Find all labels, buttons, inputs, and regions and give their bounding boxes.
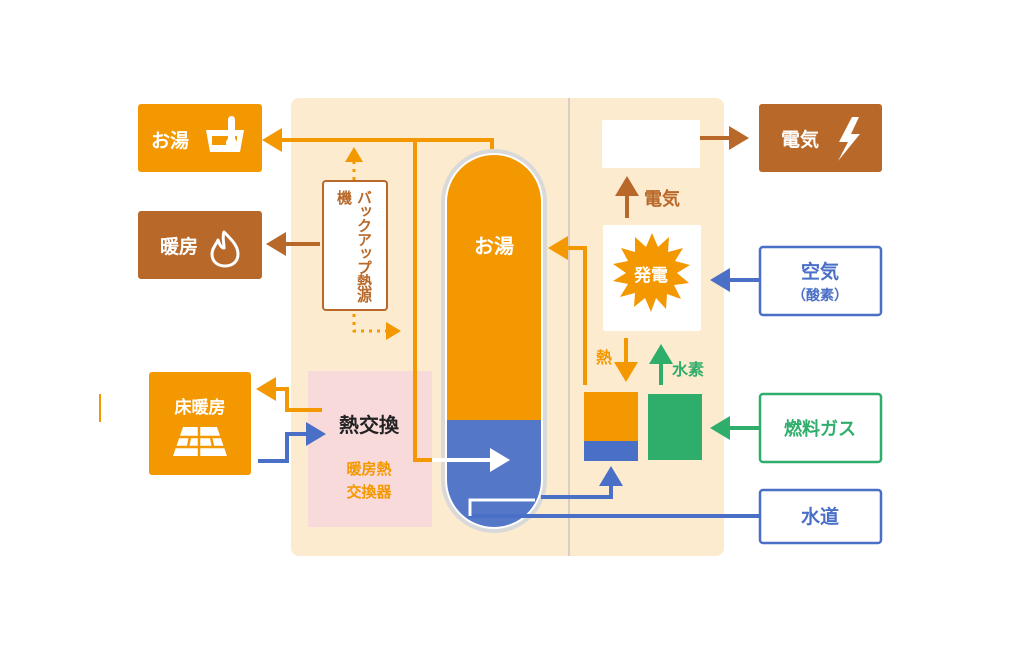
heat-exchange-label: 熱交換 (339, 413, 400, 437)
oxygen-label: （酸素） (792, 287, 848, 304)
hot-water-output-box: お湯 (138, 104, 262, 172)
backup-dotted-right (352, 314, 401, 340)
floor-heating-box: 床暖房 (149, 372, 251, 475)
flow-label-electricity: 電気 (644, 188, 680, 210)
hot-water-outlet-line (262, 128, 494, 152)
electricity-output-box: 電気 (759, 104, 882, 172)
flow-label-heat: 熱 (596, 348, 612, 367)
recovered-heat-line (548, 236, 587, 385)
generation-label: 発電 (633, 265, 668, 286)
floor-heating-return-line (258, 422, 326, 463)
heat-exchanger-area (308, 371, 432, 527)
floor-tiles-icon (173, 427, 227, 456)
air-input-box: 空気 （酸素） (758, 245, 883, 317)
heat-exchanger-line2: 交換器 (346, 483, 392, 501)
bath-tub-thermometer-icon (206, 116, 244, 152)
starburst-icon (613, 233, 690, 312)
heating-output-box: 暖房 (138, 211, 262, 279)
air-label: 空気 (801, 260, 839, 283)
flow-label-hydrogen: 水素 (672, 360, 704, 379)
heating-label: 暖房 (160, 235, 198, 258)
reformer-unit (648, 394, 702, 460)
cold-water-to-unit-line (541, 466, 623, 499)
fuel-gas-label: 燃料ガス (784, 418, 856, 440)
water-supply-label: 水道 (801, 505, 839, 528)
heat-exchanger-line1: 暖房熱 (346, 460, 391, 478)
tank-label: お湯 (474, 234, 514, 258)
floor-heating-label: 床暖房 (175, 397, 226, 418)
left-edge-mark (99, 394, 101, 422)
water-supply-input-box: 水道 (758, 488, 883, 545)
floor-heating-supply-line (256, 377, 322, 412)
inverter-box (602, 120, 700, 168)
hot-water-label: お湯 (151, 130, 189, 152)
water-supply-inner (468, 498, 535, 516)
backup-heater-label: バックアップ熱源機 (335, 190, 373, 302)
lightning-bolt-icon (838, 117, 860, 161)
fuel-gas-input-box: 燃料ガス (758, 392, 883, 464)
electricity-label: 電気 (781, 128, 819, 151)
flame-icon (210, 230, 240, 268)
storage-tank: お湯 (441, 149, 547, 533)
backup-heater-box (322, 180, 388, 311)
heat-recovery-unit (584, 392, 638, 461)
